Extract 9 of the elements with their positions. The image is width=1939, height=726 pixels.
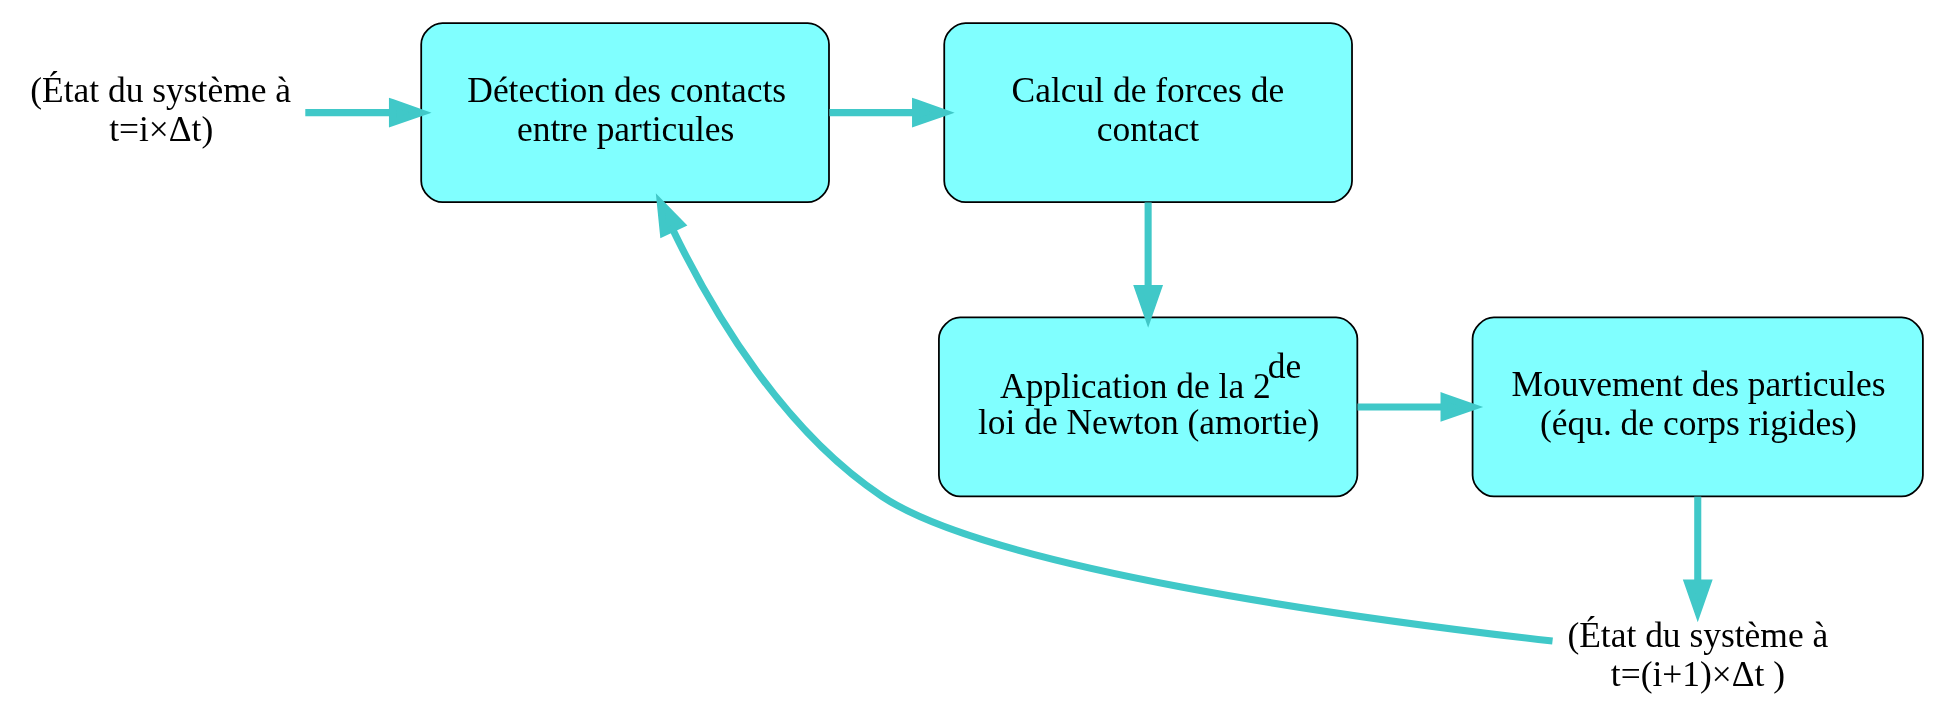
node-box: Mouvement des particules (équ. de corps rigides)	[1471, 316, 1924, 497]
node-text: (État du système à t=(i+1)×Δt )	[1567, 614, 1829, 694]
node-text: (État du système à t=i×Δt)	[30, 69, 292, 149]
arrow	[829, 97, 955, 128]
arrow	[1357, 391, 1484, 422]
arrow	[1682, 496, 1713, 622]
node-box: Calcul de forces de contact	[943, 21, 1353, 203]
node-box: Détection des contacts entre particules	[420, 21, 830, 203]
arrow	[1133, 201, 1164, 328]
